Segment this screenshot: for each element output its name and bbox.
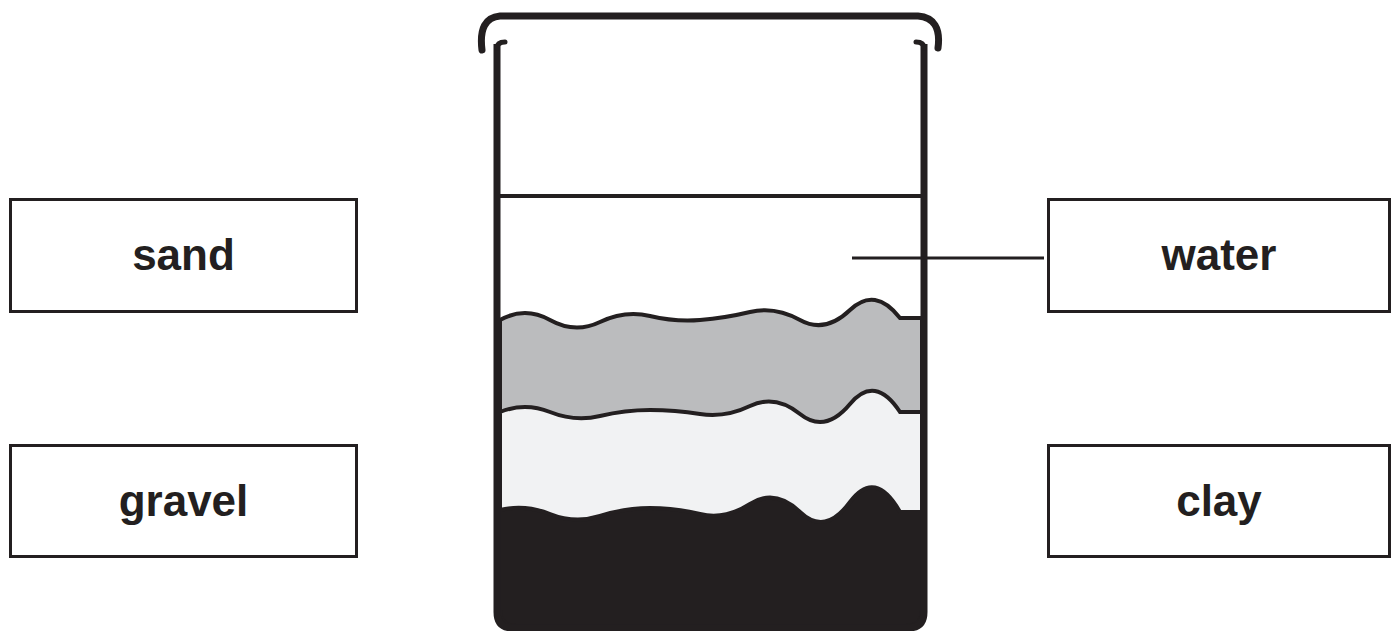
clay-layer (500, 487, 922, 626)
beaker-rim (481, 16, 938, 50)
label-box: water (1047, 198, 1391, 313)
label-text: water (1162, 231, 1277, 279)
beaker-wall (497, 44, 924, 628)
label-text: sand (132, 231, 235, 279)
water-surface (500, 194, 922, 198)
leader-line (852, 257, 1044, 260)
beaker-lip (497, 42, 924, 48)
label-text: gravel (119, 477, 249, 525)
label-box: sand (9, 198, 358, 313)
label-box: gravel (9, 444, 358, 558)
label-text: clay (1176, 477, 1262, 525)
label-box: clay (1047, 444, 1391, 558)
